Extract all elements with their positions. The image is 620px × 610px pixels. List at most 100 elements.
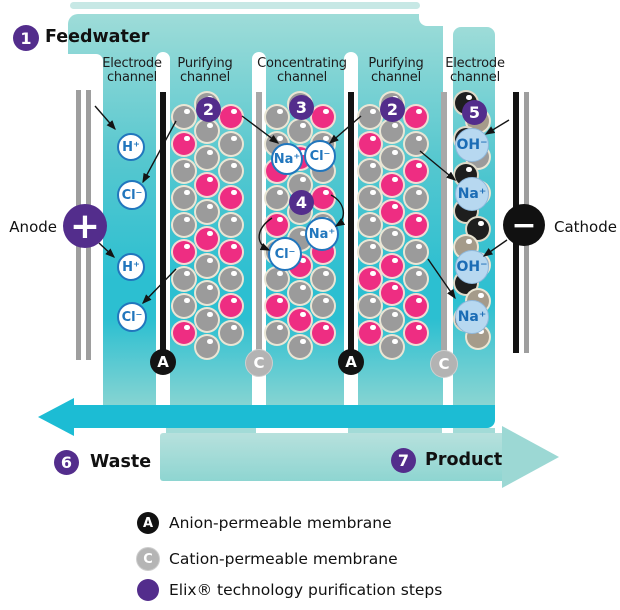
resin-bead [287, 307, 313, 333]
resin-bead [264, 212, 290, 238]
resin-bead [357, 158, 383, 184]
resin-bead [403, 185, 429, 211]
resin-bead [310, 185, 336, 211]
feedwater-label: Feedwater [45, 27, 150, 47]
resin-bead [310, 266, 336, 292]
elix-step-legend-icon [137, 579, 159, 601]
ion-oh-minus-1: OH⁻ [455, 128, 489, 162]
resin-bead [171, 131, 197, 157]
resin-bead [357, 185, 383, 211]
resin-bead [357, 293, 383, 319]
feedwater-inlet-strip [70, 2, 420, 9]
resin-bead [194, 172, 220, 198]
resin-bead [264, 320, 290, 346]
resin-bead [218, 293, 244, 319]
waste-arrow-head [38, 398, 74, 436]
resin-bead [171, 293, 197, 319]
ion-h-plus-1: H⁺ [117, 133, 145, 161]
resin-bead [194, 199, 220, 225]
product-arrow-head [502, 426, 559, 488]
channel-label-electrode-left: Electrode channel [102, 56, 162, 85]
resin-bead [379, 334, 405, 360]
resin-bead [194, 118, 220, 144]
product-arrow-body [160, 433, 503, 481]
resin-bead [379, 280, 405, 306]
resin-bead [171, 104, 197, 130]
step-2-badge-right: 2 [380, 97, 405, 122]
resin-bead [287, 280, 313, 306]
step-7-badge: 7 [391, 448, 416, 473]
resin-bead [379, 226, 405, 252]
resin-bead [194, 145, 220, 171]
resin-bead [379, 145, 405, 171]
ion-cl-minus-conc-2: Cl⁻ [268, 237, 302, 271]
resin-bead [218, 266, 244, 292]
resin-bead [218, 239, 244, 265]
minus-icon: − [511, 207, 537, 243]
resin-bead [403, 320, 429, 346]
resin-bead [403, 239, 429, 265]
resin-bead [403, 293, 429, 319]
ion-na-plus-conc-2: Na⁺ [305, 217, 339, 251]
anion-membrane-badge-1: A [150, 349, 176, 375]
legend-anion-text: Anion-permeable membrane [169, 514, 392, 532]
resin-bead [287, 334, 313, 360]
resin-bead [379, 118, 405, 144]
resin-bead [264, 293, 290, 319]
resin-bead [218, 104, 244, 130]
waste-label: Waste [90, 452, 152, 472]
resin-bead [379, 307, 405, 333]
resin-bead [194, 307, 220, 333]
resin-bead [310, 320, 336, 346]
ion-cl-minus-conc-1: Cl⁻ [304, 140, 336, 172]
cation-membrane-badge-2: C [431, 351, 457, 377]
step-4-badge: 4 [289, 190, 314, 215]
step-2-badge-left: 2 [196, 97, 221, 122]
cation-membrane-bar-2 [441, 92, 447, 352]
resin-bead [194, 253, 220, 279]
waste-arrow-body [72, 405, 495, 428]
resin-bead [194, 334, 220, 360]
resin-bead [310, 293, 336, 319]
legend-elix-text: Elix® technology purification steps [169, 581, 443, 599]
ion-cl-minus-2: Cl⁻ [117, 302, 147, 332]
ion-na-plus-r1: Na⁺ [455, 177, 489, 211]
resin-bead [171, 212, 197, 238]
resin-bead [379, 199, 405, 225]
anode-label: Anode [9, 218, 57, 236]
resin-bead [218, 131, 244, 157]
legend-row-elix: Elix® technology purification steps [137, 579, 442, 601]
step-1-badge: 1 [13, 25, 39, 51]
resin-bead [218, 320, 244, 346]
resin-bead [357, 320, 383, 346]
resin-bead [171, 239, 197, 265]
product-label: Product [425, 450, 503, 470]
ion-h-plus-2: H⁺ [117, 253, 145, 281]
ion-na-plus-r2: Na⁺ [455, 300, 489, 334]
resin-bead [264, 104, 290, 130]
channel-label-purifying-2: Purifying channel [368, 56, 424, 85]
plus-icon: + [69, 205, 101, 247]
anion-membrane-bar-2 [348, 92, 354, 352]
cation-membrane-bar-1 [256, 92, 262, 352]
anion-membrane-legend-icon: A [137, 512, 159, 534]
channel-label-concentrating: Concentrating channel [257, 56, 347, 85]
resin-bead [218, 185, 244, 211]
resin-bead [264, 185, 290, 211]
ion-oh-minus-2: OH⁻ [455, 250, 489, 284]
resin-bead [453, 234, 479, 260]
anion-membrane-badge-2: A [338, 349, 364, 375]
cathode-label: Cathode [554, 218, 617, 236]
resin-bead [171, 266, 197, 292]
channel-label-purifying-1: Purifying channel [177, 56, 233, 85]
channel-label-electrode-right: Electrode channel [445, 56, 505, 85]
resin-bead [357, 212, 383, 238]
resin-bead [379, 172, 405, 198]
resin-bead [403, 158, 429, 184]
cathode-terminal: − [503, 204, 545, 246]
resin-bead [218, 158, 244, 184]
ion-cl-minus-1: Cl⁻ [117, 180, 147, 210]
resin-bead [403, 212, 429, 238]
resin-bead [194, 280, 220, 306]
